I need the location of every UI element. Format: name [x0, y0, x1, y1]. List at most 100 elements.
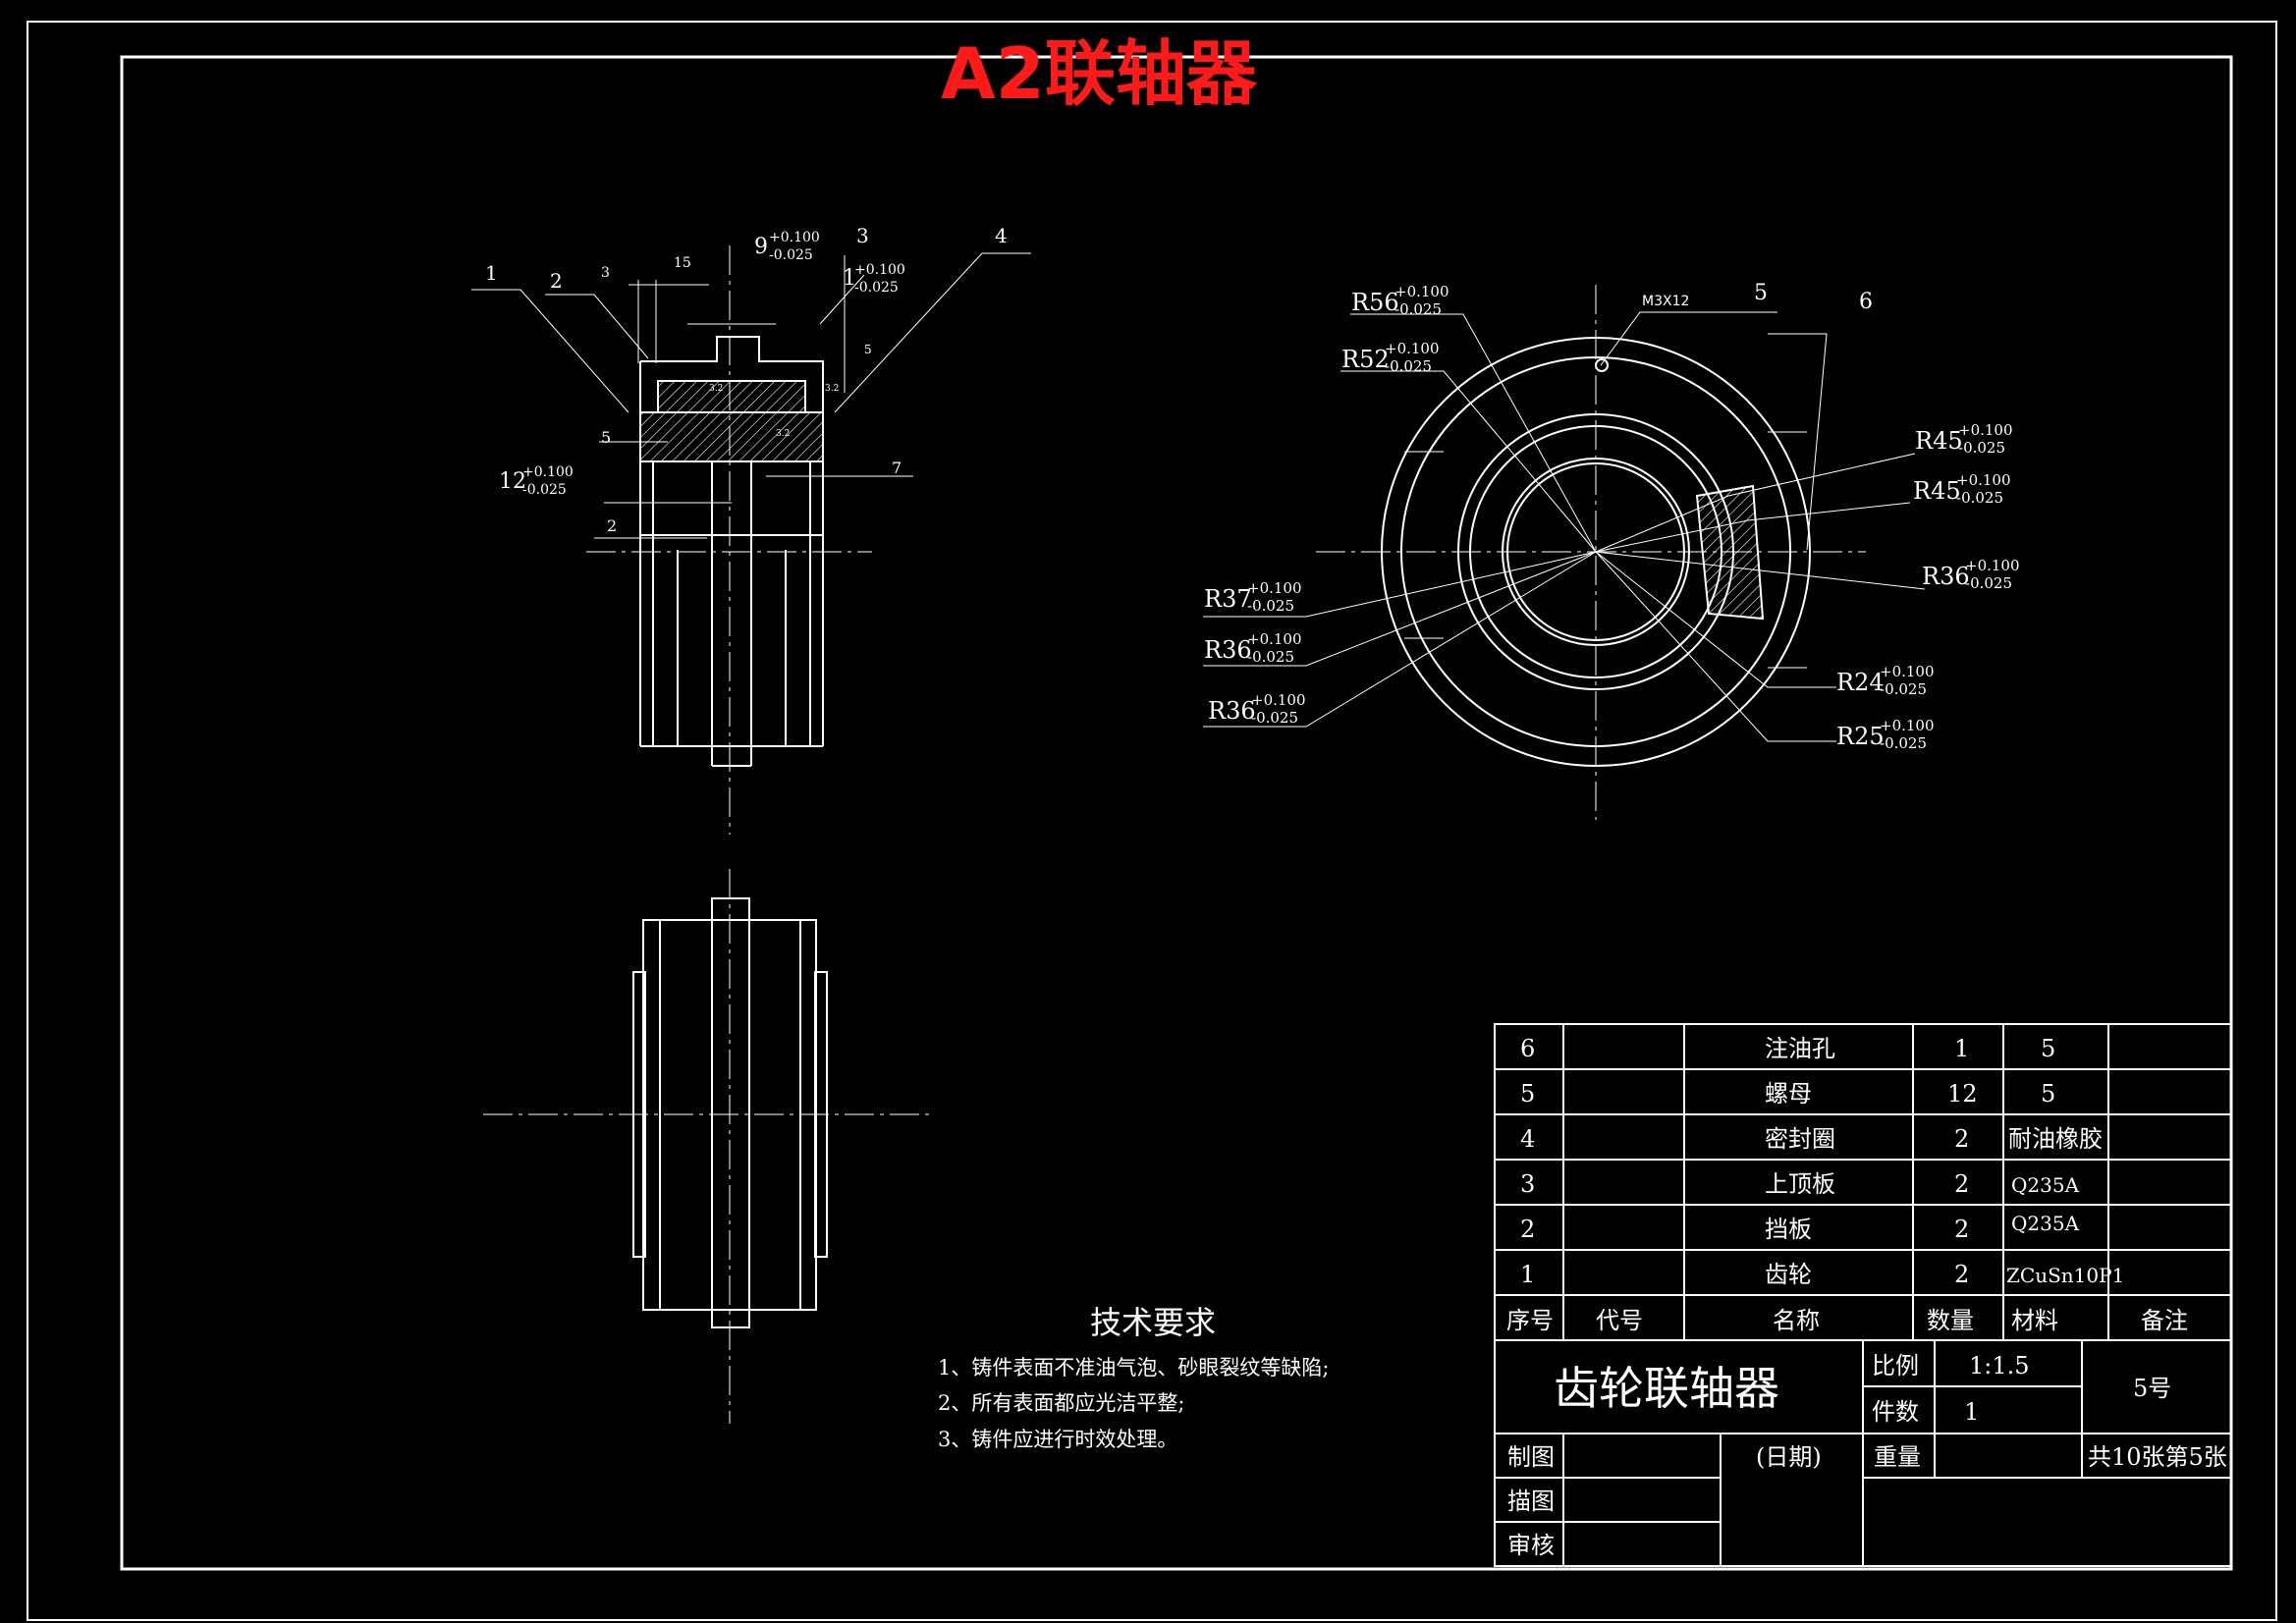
radius-r36-left-b-upper: +0.100	[1251, 691, 1306, 709]
drawing-number: 5号	[2133, 1375, 2171, 1402]
bom-cell-name: 上顶板	[1765, 1170, 1835, 1198]
bom-cell-material: ZCuSn10P1	[2006, 1264, 2124, 1287]
bom-cell-name: 齿轮	[1765, 1261, 1812, 1288]
radius-r36-right-lower: -0.025	[1965, 574, 2012, 592]
dim-12: 12	[499, 469, 526, 494]
bom-cell-qty: 2	[1954, 1261, 1969, 1288]
traced-label: 描图	[1507, 1488, 1555, 1515]
roughness-2: 3.2	[776, 429, 790, 439]
count-value: 1	[1964, 1398, 1979, 1426]
radius-r56-lower: -0.025	[1394, 300, 1442, 318]
checked-label: 审核	[1507, 1532, 1555, 1559]
tech-req-item: 3、铸件应进行时效处理。	[938, 1428, 1177, 1451]
title-block-text: 齿轮联轴器 比例 1:1.5 件数 1 5号 制图 (日期) 重量 共10张第5…	[1507, 1352, 2227, 1559]
bom-cell-no: 6	[1520, 1035, 1535, 1062]
bom-table	[1494, 1023, 2232, 1341]
bom-header-name: 名称	[1773, 1307, 1820, 1334]
drawn-label: 制图	[1507, 1443, 1555, 1471]
leader-1: 1	[485, 261, 498, 285]
bom-cell-no: 3	[1520, 1170, 1535, 1198]
dim-2: 2	[607, 516, 617, 535]
leader-3: 3	[856, 224, 869, 247]
radius-r37: R37	[1204, 585, 1252, 613]
radius-r36-left-a-lower: -0.025	[1247, 648, 1294, 666]
roughness-1: 3.2	[709, 384, 723, 394]
dim-15: 15	[674, 255, 691, 271]
bom-cell-name: 螺母	[1765, 1080, 1812, 1108]
dim-9-lower: -0.025	[769, 247, 813, 263]
tech-req-item: 1、铸件表面不准油气泡、砂眼裂纹等缺陷;	[938, 1356, 1329, 1380]
bom-header-note: 备注	[2141, 1307, 2188, 1334]
dim-1-upper: +0.100	[854, 262, 905, 278]
part-name: 齿轮联轴器	[1554, 1362, 1779, 1415]
radius-r36-left-a-upper: +0.100	[1247, 630, 1302, 648]
radius-r36-left-b-lower: -0.025	[1251, 709, 1298, 727]
bom-cell-material: Q235A	[2011, 1212, 2080, 1235]
radius-r37-upper: +0.100	[1247, 579, 1302, 597]
radius-r45-a: R45	[1915, 427, 1963, 455]
dim-1: 1	[843, 266, 856, 291]
weight-label: 重量	[1874, 1443, 1921, 1471]
roughness-3: 3.2	[825, 384, 839, 394]
radius-r45-a-upper: +0.100	[1958, 421, 2013, 439]
section-view	[471, 245, 1031, 835]
dim-7: 7	[892, 459, 902, 477]
callout-6: 6	[1859, 290, 1873, 314]
tech-req-heading: 技术要求	[1090, 1304, 1216, 1341]
bom-cell-material: 5	[2041, 1035, 2055, 1062]
radius-r45-b-lower: -0.025	[1956, 489, 2003, 507]
sheet-count: 共10张第5张	[2088, 1443, 2227, 1471]
bom-header-material: 材料	[2011, 1307, 2058, 1334]
bom-header-code: 代号	[1596, 1307, 1643, 1334]
radius-r45-b: R45	[1913, 477, 1961, 505]
bom-header-qty: 数量	[1927, 1307, 1974, 1334]
radius-r45-a-lower: -0.025	[1958, 439, 2005, 457]
circular-view-labels: M3X12 5 6 R56 +0.100 -0.025 R52 +0.100 -…	[1204, 281, 2020, 752]
side-view	[483, 869, 935, 1424]
dim-9: 9	[754, 235, 768, 259]
scale-label: 比例	[1872, 1352, 1919, 1380]
bom-cell-name: 注油孔	[1765, 1035, 1835, 1062]
bom-cell-material: 耐油橡胶	[2008, 1125, 2103, 1153]
radius-r52-lower: -0.025	[1385, 357, 1432, 375]
bom-cell-material: Q235A	[2011, 1173, 2080, 1197]
dim-12-upper: +0.100	[522, 464, 574, 480]
bom-rows: 6 注油孔 1 5 5 螺母 12 5 4 密封圈 2 耐油橡胶 3 上顶板 2…	[1506, 1035, 2188, 1334]
inner-border	[120, 55, 2233, 1571]
radius-r56: R56	[1351, 289, 1399, 316]
bom-cell-name: 密封圈	[1765, 1125, 1835, 1153]
bom-header-no: 序号	[1506, 1307, 1554, 1334]
dim-1-lower: -0.025	[854, 280, 899, 296]
technical-requirements: 技术要求 1、铸件表面不准油气泡、砂眼裂纹等缺陷; 2、所有表面都应光洁平整; …	[938, 1304, 1329, 1451]
dim-3: 3	[601, 265, 610, 281]
thread-label: M3X12	[1642, 294, 1689, 309]
bom-cell-qty: 2	[1954, 1125, 1969, 1153]
radius-r24-upper: +0.100	[1880, 663, 1935, 680]
tech-req-item: 2、所有表面都应光洁平整;	[938, 1391, 1184, 1415]
radius-r25-lower: -0.025	[1880, 734, 1927, 752]
outer-border	[27, 21, 2277, 1621]
radius-r52: R52	[1341, 346, 1390, 373]
radius-r36-left-a: R36	[1204, 636, 1252, 664]
bom-cell-name: 挡板	[1765, 1216, 1812, 1243]
radius-r56-upper: +0.100	[1394, 283, 1449, 300]
leader-5: 5	[601, 428, 611, 447]
title-block	[1494, 1339, 2232, 1567]
circular-view	[1203, 285, 1926, 820]
leader-2: 2	[550, 269, 563, 293]
bom-cell-qty: 1	[1954, 1035, 1969, 1062]
bom-cell-material: 5	[2041, 1080, 2055, 1108]
radius-r24: R24	[1836, 669, 1885, 696]
bom-cell-qty: 2	[1954, 1216, 1969, 1243]
leader-4: 4	[995, 224, 1008, 247]
section-view-labels: 1 2 3 4 5 3 15 9 +0.100 -0.025 1 +0.100 …	[485, 224, 1008, 535]
scale-value: 1:1.5	[1969, 1352, 2030, 1380]
bom-cell-qty: 2	[1954, 1170, 1969, 1198]
radius-r25: R25	[1836, 723, 1885, 750]
bom-cell-no: 2	[1520, 1216, 1535, 1243]
radius-r24-lower: -0.025	[1880, 680, 1927, 698]
dim-12-lower: -0.025	[522, 482, 567, 498]
bom-cell-no: 5	[1520, 1080, 1535, 1108]
